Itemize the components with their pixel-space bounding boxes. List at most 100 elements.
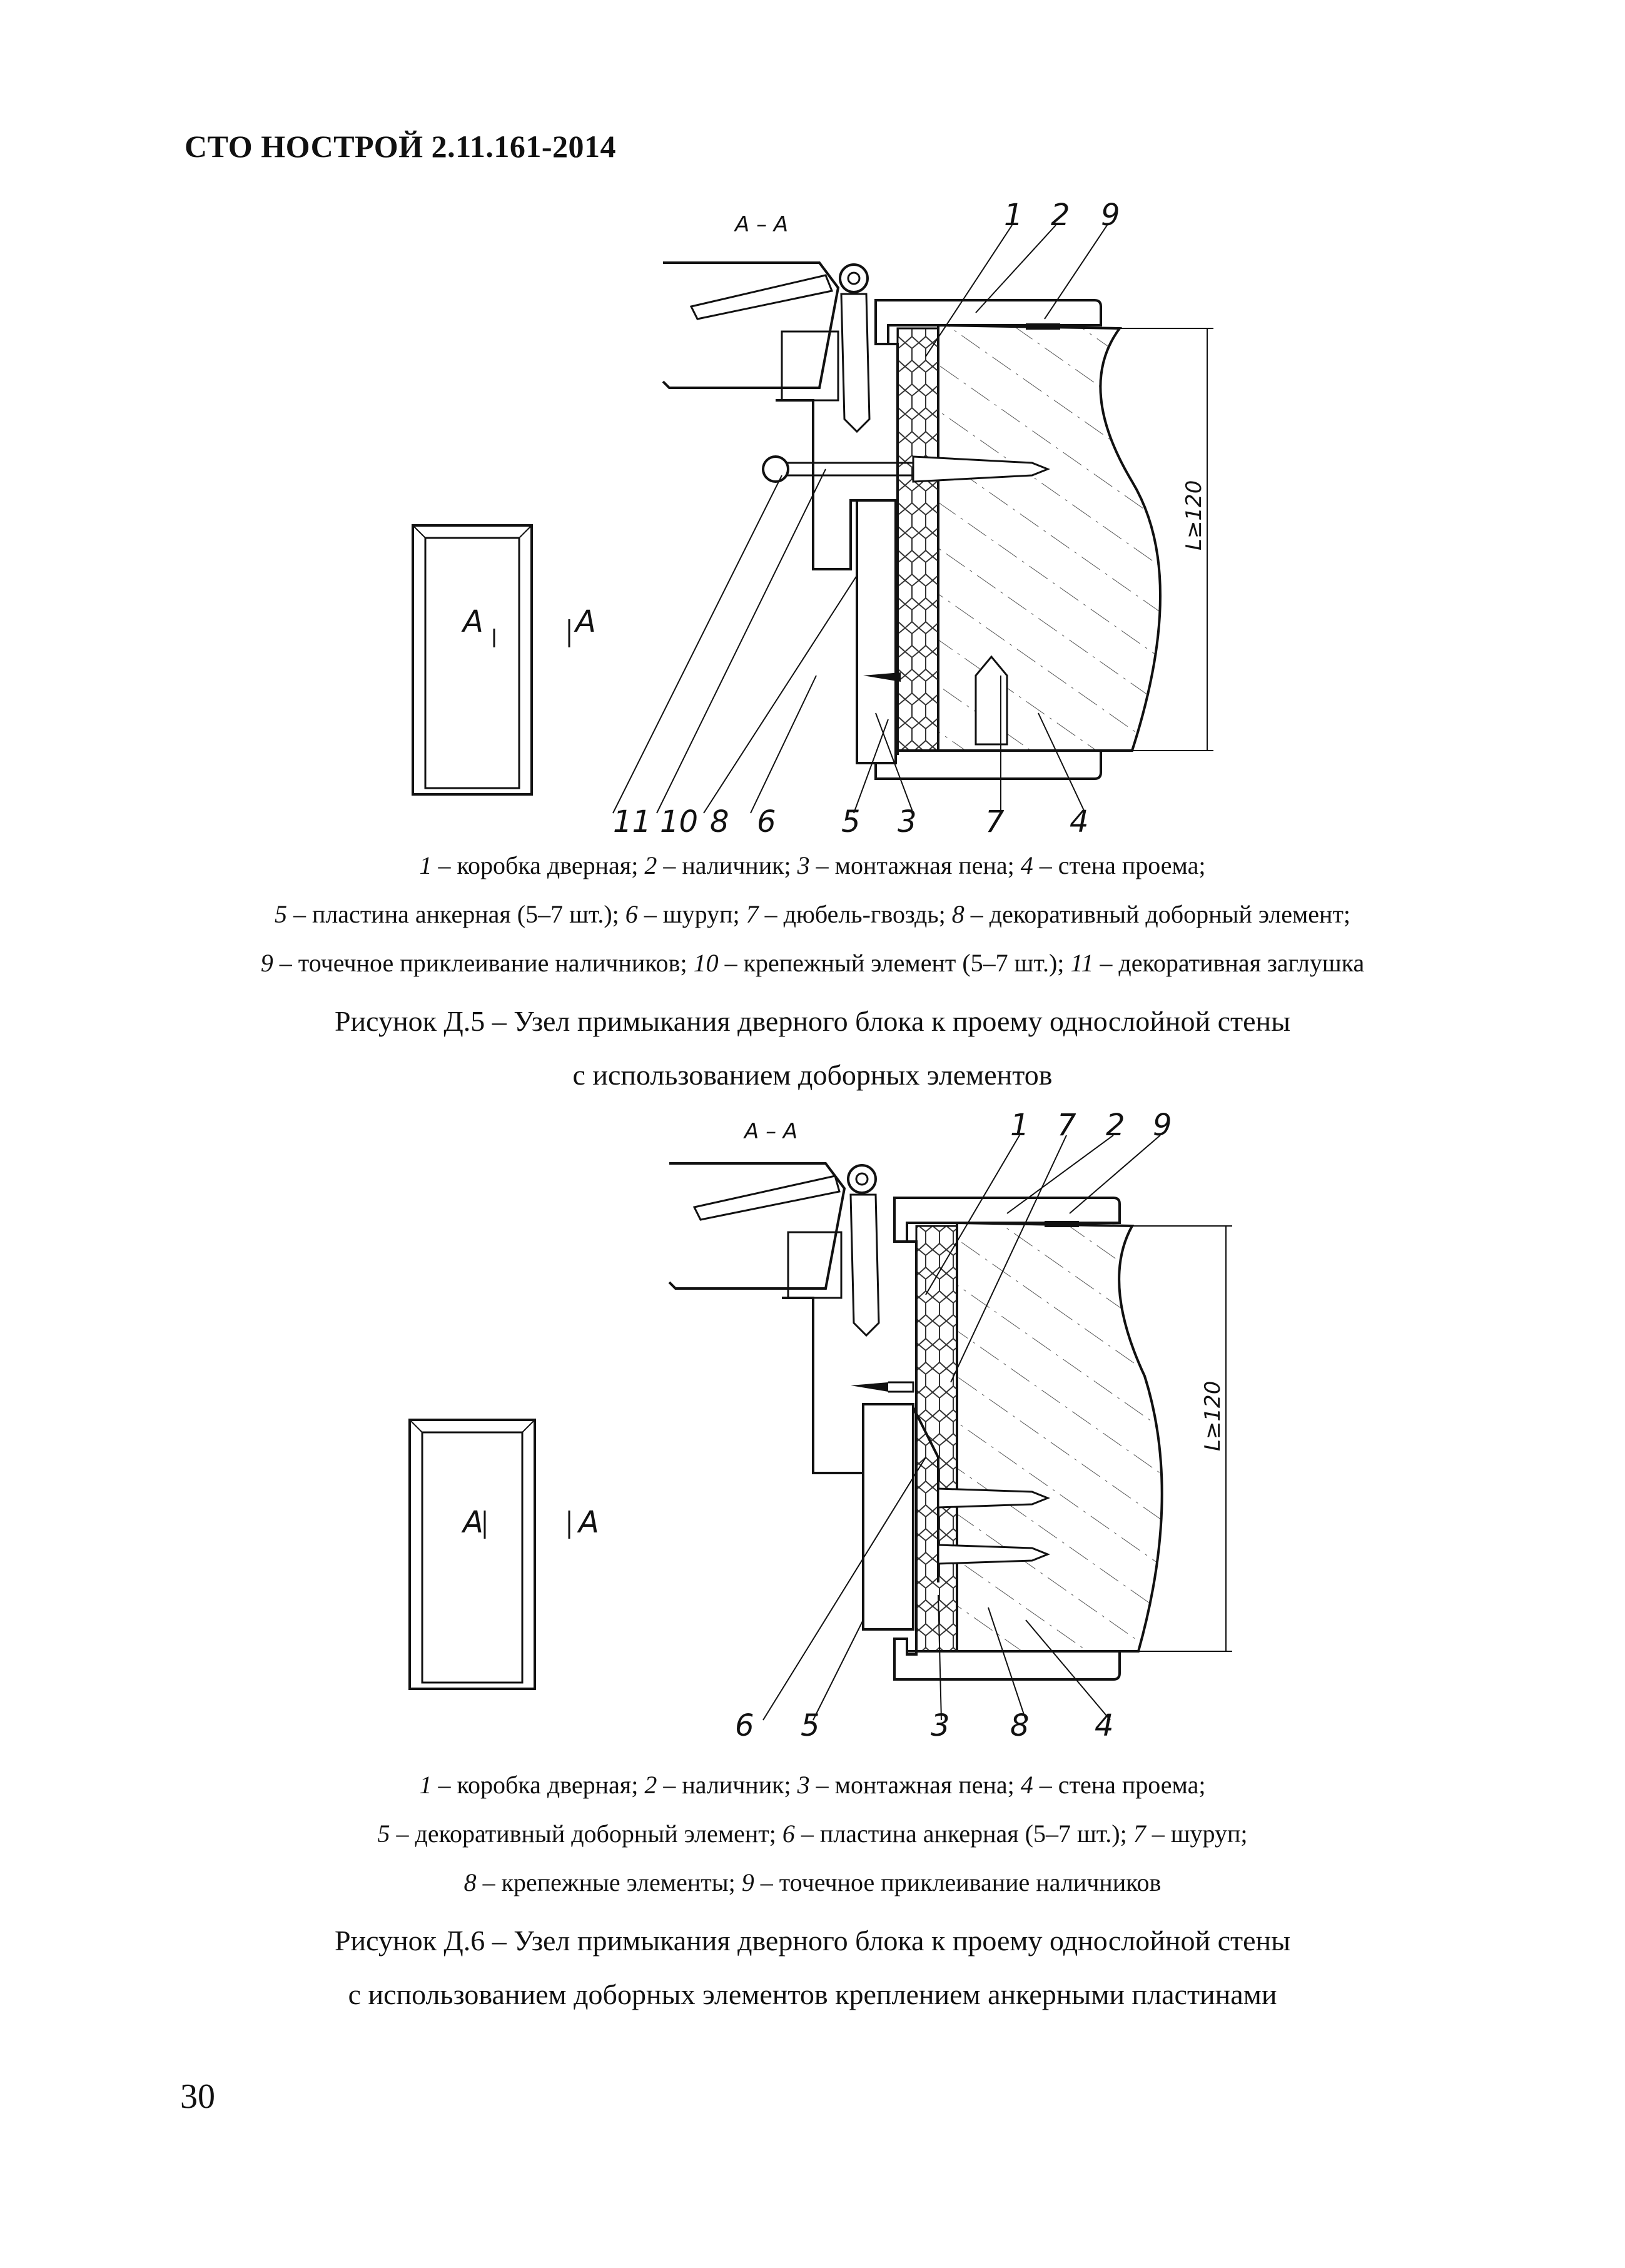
legend-number: 4 (1020, 1771, 1033, 1799)
legend-text: – наличник; (657, 851, 797, 879)
callout-1: 1 (1010, 1108, 1030, 1143)
legend-text: – коробка дверная; (432, 851, 645, 879)
legend-number: 8 (951, 900, 964, 928)
wall-section (956, 1221, 1163, 1653)
legend-text: – наличник; (657, 1771, 797, 1799)
legend-number: 10 (693, 949, 719, 977)
legend-number: 7 (1133, 1820, 1146, 1848)
figure-5-legend: 1 – коробка дверная; 2 – наличник; 3 – м… (0, 841, 1625, 988)
figure-6-legend-line-2: 5 – декоративный доборный элемент; 6 – п… (0, 1810, 1625, 1858)
legend-number: 1 (419, 1771, 432, 1799)
casing-top (893, 1197, 1121, 1243)
page-number: 30 (180, 2077, 215, 2116)
callout-1: 1 (1004, 200, 1023, 233)
mounting-foam (915, 1225, 958, 1653)
legend-text: – крепежные элементы; (476, 1868, 742, 1896)
callout-10: 10 (660, 804, 698, 839)
legend-number: 9 (260, 949, 273, 977)
callout-5: 5 (801, 1708, 820, 1743)
figure-6-drawing: L≥120 А – А 1 7 2 9 6 5 3 8 4 (375, 1107, 1263, 1758)
dimension-line: L≥120 (1120, 328, 1213, 751)
callout-2: 2 (1106, 1108, 1125, 1143)
legend-text: – дюбель-гвоздь; (758, 900, 952, 928)
view-mark-right: А (574, 604, 596, 639)
figure-6-legend: 1 – коробка дверная; 2 – наличник; 3 – м… (0, 1761, 1625, 1907)
legend-number: 3 (797, 851, 810, 879)
legend-text: – точечное приклеивание наличников (754, 1868, 1162, 1896)
document-header: СТО НОСТРОЙ 2.11.161-2014 (185, 129, 616, 164)
legend-text: – шуруп; (637, 900, 746, 928)
callout-8: 8 (1010, 1708, 1030, 1743)
figure-5-door-elevation: А А (400, 513, 600, 801)
legend-text: – монтажная пена; (809, 851, 1021, 879)
callout-7: 7 (985, 804, 1005, 839)
figure-6-door-elevation: А А (397, 1407, 597, 1695)
callout-8: 8 (710, 804, 729, 839)
legend-text: – стена проема; (1033, 851, 1206, 879)
legend-text: – крепежный элемент (5–7 шт.); (718, 949, 1071, 977)
callout-5: 5 (841, 804, 861, 839)
anchor-plate (912, 1407, 939, 1582)
mounting-foam (896, 327, 939, 752)
legend-number: 6 (625, 900, 638, 928)
figure-6-caption: Рисунок Д.6 – Узел примыкания дверного б… (0, 1914, 1625, 2022)
casing-top (874, 299, 1102, 345)
legend-number: 5 (274, 900, 287, 928)
legend-number: 3 (797, 1771, 810, 1799)
legend-number: 9 (741, 1868, 754, 1896)
casing-bottom (893, 1638, 1121, 1681)
svg-text:L≥120: L≥120 (1200, 1381, 1225, 1451)
figure-5-legend-line-2: 5 – пластина анкерная (5–7 шт.); 6 – шур… (0, 890, 1625, 939)
dimension-line: L≥120 (1132, 1225, 1232, 1652)
legend-text: – монтажная пена; (809, 1771, 1021, 1799)
callout-2: 2 (1051, 200, 1070, 233)
legend-text: – стена проема; (1033, 1771, 1206, 1799)
figure-6-legend-line-1: 1 – коробка дверная; 2 – наличник; 3 – м… (0, 1761, 1625, 1810)
figure-6-legend-line-3: 8 – крепежные элементы; 9 – точечное при… (0, 1858, 1625, 1907)
legend-number: 5 (377, 1820, 390, 1848)
legend-number: 2 (644, 851, 657, 879)
section-label: А – А (734, 212, 788, 237)
callout-3: 3 (898, 804, 917, 839)
callout-3: 3 (931, 1708, 950, 1743)
figure-6-caption-line-2: с использованием доборных элементов креп… (348, 1978, 1277, 2010)
legend-number: 2 (644, 1771, 657, 1799)
figure-6-caption-line-1: Рисунок Д.6 – Узел примыкания дверного б… (334, 1925, 1291, 1957)
legend-text: – декоративный доборный элемент; (964, 900, 1351, 928)
legend-number: 6 (782, 1820, 795, 1848)
figure-5-drawing: L≥120 А – А 1 2 9 11 10 8 6 5 3 7 4 (375, 200, 1263, 857)
legend-number: 1 (419, 851, 432, 879)
figure-5-caption: Рисунок Д.5 – Узел примыкания дверного б… (0, 995, 1625, 1102)
figure-5-legend-line-1: 1 – коробка дверная; 2 – наличник; 3 – м… (0, 841, 1625, 890)
callout-4: 4 (1070, 804, 1089, 839)
callout-11: 11 (613, 804, 651, 839)
legend-text: – точечное приклеивание наличников; (273, 949, 694, 977)
view-mark-right: А (577, 1505, 597, 1540)
wall-section (937, 323, 1162, 752)
view-mark-left: А (461, 1505, 483, 1540)
figure-5-caption-line-2: с использованием доборных элементов (572, 1059, 1053, 1091)
section-label: А – А (743, 1119, 797, 1144)
legend-number: 7 (746, 900, 759, 928)
legend-number: 4 (1020, 851, 1033, 879)
legend-text: – шуруп; (1145, 1820, 1248, 1848)
legend-text: – пластина анкерная (5–7 шт.); (794, 1820, 1133, 1848)
legend-text: – коробка дверная; (432, 1771, 645, 1799)
legend-number: 8 (463, 1868, 477, 1896)
figure-5-caption-line-1: Рисунок Д.5 – Узел примыкания дверного б… (334, 1005, 1291, 1037)
view-mark-left: А (461, 604, 483, 639)
callout-9: 9 (1153, 1108, 1172, 1143)
decorative-extension (862, 1403, 914, 1631)
decorative-extension (856, 499, 897, 764)
casing-bottom (874, 737, 1102, 780)
callout-7: 7 (1057, 1108, 1076, 1143)
legend-text: – пластина анкерная (5–7 шт.); (286, 900, 625, 928)
callout-4: 4 (1095, 1708, 1114, 1743)
callout-6: 6 (735, 1708, 754, 1743)
svg-text:L≥120: L≥120 (1182, 480, 1207, 550)
callout-6: 6 (757, 804, 776, 839)
door-frame (894, 1240, 918, 1656)
legend-number: 11 (1070, 949, 1094, 977)
callout-9: 9 (1101, 200, 1120, 233)
legend-text: – декоративный доборный элемент; (390, 1820, 782, 1848)
